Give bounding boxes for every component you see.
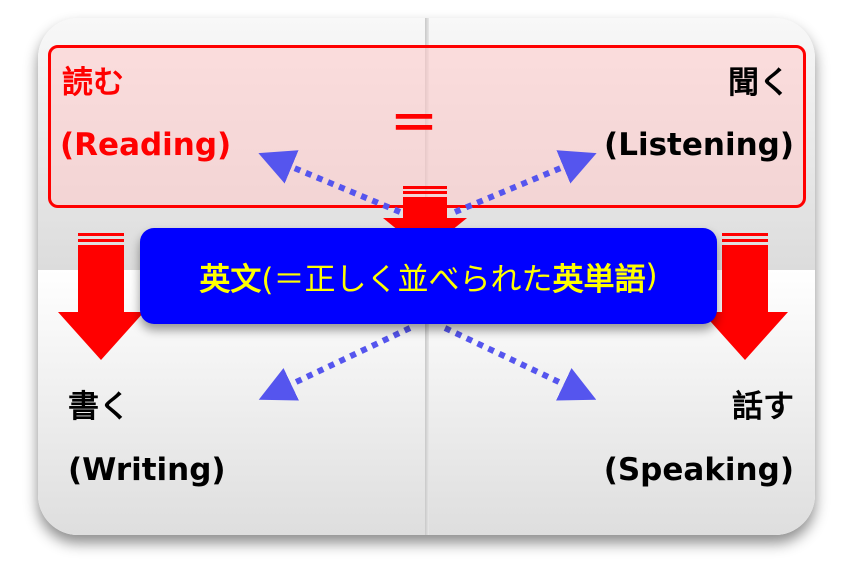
listening-jp: 聞く	[728, 65, 790, 101]
red-arrow-left	[58, 233, 144, 360]
speaking-jp: 話す	[732, 389, 794, 425]
dotted-arrow-listening	[453, 150, 597, 215]
red-arrow-right	[702, 233, 788, 360]
reading-jp: 読む	[62, 65, 124, 101]
dotted-arrow-reading	[258, 150, 402, 215]
center-text-middle: (＝正しく並べられた	[261, 261, 553, 298]
reading-en: (Reading)	[60, 127, 232, 163]
center-text-eibun: 英文	[199, 261, 262, 298]
dotted-arrow-writing	[258, 325, 412, 401]
center-text-close: )	[645, 258, 658, 294]
writing-jp: 書く	[68, 389, 130, 425]
writing-en: (Writing)	[68, 452, 226, 488]
speaking-en: (Speaking)	[603, 452, 794, 488]
equals-sign: ＝	[390, 96, 439, 152]
dotted-arrow-speaking	[443, 325, 597, 401]
center-english-sentence-box: 英文(＝正しく並べられた英単語)	[140, 228, 717, 324]
listening-en: (Listening)	[604, 127, 794, 163]
red-arrows	[58, 186, 788, 360]
input-skills-box	[48, 45, 806, 208]
center-text-eitango: 英単語	[552, 261, 646, 298]
